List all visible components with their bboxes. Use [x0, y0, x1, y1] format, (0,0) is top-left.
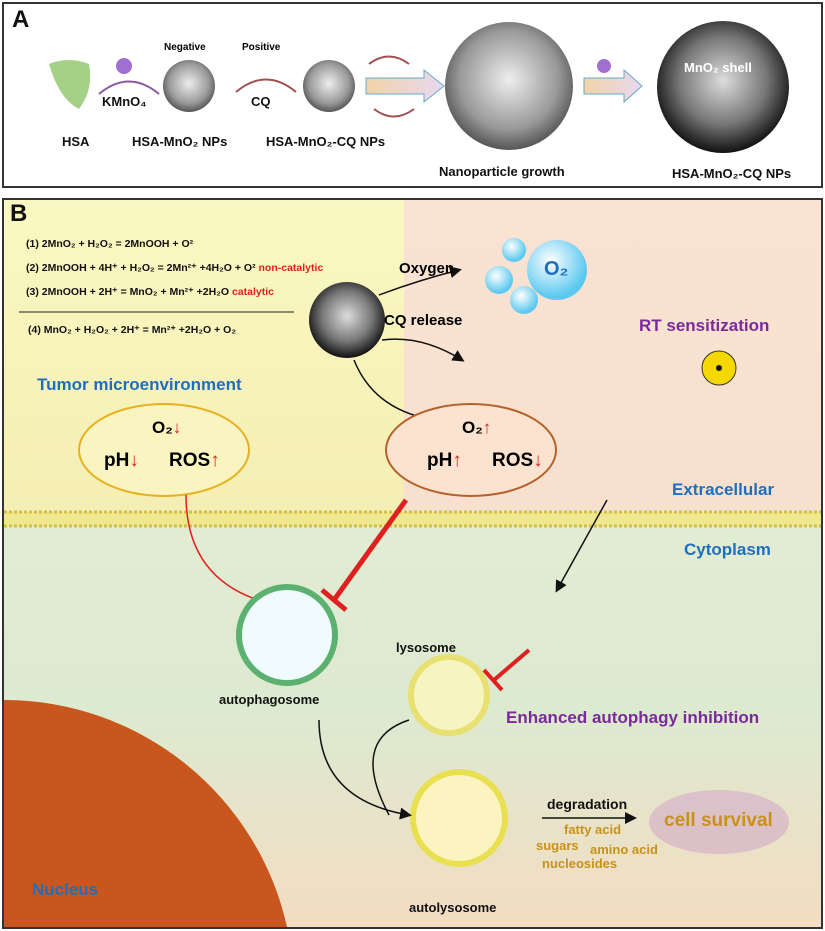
hsa-protein-icon: [49, 60, 91, 109]
inhibit-lysosome-icon: [482, 648, 531, 692]
shell-cluster-icon: [597, 59, 611, 73]
cell-survival-shape: [649, 790, 789, 854]
panel-label-b: B: [10, 200, 28, 227]
hsa-mno2-cq-label: HSA-MnO₂-CQ NPs: [266, 134, 386, 149]
lysosome-label: lysosome: [396, 640, 456, 655]
oxygen-bubbles-icon: [485, 238, 587, 314]
autolysosome-label: autolysosome: [409, 900, 497, 915]
equation-3: (3) 2MnOOH + 2H⁺ = MnO₂ + Mn²⁺ +2H₂O cat…: [26, 286, 274, 298]
product-amino-acid: amino acid: [590, 842, 658, 857]
cytoplasm-label: Cytoplasm: [684, 540, 771, 559]
product-sugars: sugars: [536, 838, 579, 853]
negative-label: Negative: [164, 42, 206, 53]
nanoparticle: [309, 282, 385, 358]
mechanism-diagram: [4, 238, 821, 927]
degradation-label: degradation: [547, 796, 628, 812]
final-np-label: HSA-MnO₂-CQ NPs: [672, 166, 792, 181]
cq-release-label: CQ release: [384, 312, 463, 329]
tumor-microenvironment-label: Tumor microenvironment: [37, 375, 242, 394]
cq-label: CQ: [251, 94, 271, 109]
equation-1: (1) 2MnO₂ + H₂O₂ = 2MnOOH + O²: [26, 238, 194, 250]
hsa-mno2-particle: [163, 60, 215, 112]
shell-arrow: [583, 68, 643, 104]
rt-sensitization-label: RT sensitization: [639, 316, 770, 335]
product-nucleosides: nucleosides: [542, 856, 618, 871]
mno2-shell-nanoparticle: [657, 21, 789, 153]
left-ph: pH↓: [104, 450, 139, 471]
growth-arrow: [365, 68, 445, 104]
right-o2: O₂↑: [462, 418, 492, 437]
right-ph: pH↑: [427, 450, 462, 471]
lysosome-fusion-line: [372, 719, 410, 816]
lysosome-shape: [408, 654, 490, 736]
hsa-mno2-cq-particle: [303, 60, 355, 112]
enhanced-inhibition-label: Enhanced autophagy inhibition: [506, 708, 760, 727]
tumor-ellipse: [78, 403, 250, 497]
kmno4-cluster-icon: [116, 58, 132, 74]
equation-2: (2) 2MnOOH + 4H⁺ + H₂O₂ = 2Mn²⁺ +4H₂O + …: [26, 262, 324, 274]
product-fatty-acid: fatty acid: [564, 822, 622, 837]
hsa-label: HSA: [62, 134, 90, 149]
autophagosome-shape: [236, 584, 338, 686]
autolysosome-shape: [410, 769, 508, 867]
growth-label: Nanoparticle growth: [439, 164, 565, 179]
cell-membrane: [4, 510, 821, 528]
cq-release-arrow: [381, 338, 465, 362]
positive-label: Positive: [242, 42, 281, 53]
panel-label-a: A: [12, 6, 30, 33]
equation-4: (4) MnO₂ + H₂O₂ + 2H⁺ = Mn²⁺ +2H₂O + O₂: [28, 324, 236, 336]
nucleus-label: Nucleus: [32, 880, 99, 899]
hsa-mno2-label: HSA-MnO₂ NPs: [132, 134, 228, 149]
fusion-arrow: [318, 719, 412, 820]
shell-label: MnO₂ shell: [684, 60, 752, 75]
kmno4-label: KMnO₄: [102, 94, 147, 109]
oxygen-arrow: [378, 266, 462, 296]
synthesis-scheme: [49, 21, 789, 153]
left-ros: ROS↑: [169, 450, 220, 471]
o2-bubble-label: O₂: [544, 258, 569, 280]
right-ros: ROS↓: [492, 450, 543, 471]
oxygen-label: Oxygen: [399, 260, 455, 277]
panel-a: A Negative Positive KMnO₄ CQ HSA HSA-MnO…: [2, 2, 823, 188]
nucleus-shape: [4, 700, 287, 927]
inhibit-autophagosome-icon: [320, 498, 409, 612]
treated-ellipse: [385, 403, 557, 497]
autophagosome-label: autophagosome: [219, 692, 320, 707]
radiation-icon: [701, 350, 737, 386]
extracellular-label: Extracellular: [672, 480, 775, 499]
cell-survival-label: cell survival: [664, 810, 773, 831]
left-o2: O₂↓: [152, 418, 182, 437]
panel-b: B (1) 2MnO₂ + H₂O₂ = 2MnOOH + O² (2) 2Mn…: [2, 198, 823, 929]
environment-arrow: [353, 359, 437, 425]
cq-entry-arrow: [555, 499, 608, 593]
growing-nanoparticle: [445, 22, 573, 150]
